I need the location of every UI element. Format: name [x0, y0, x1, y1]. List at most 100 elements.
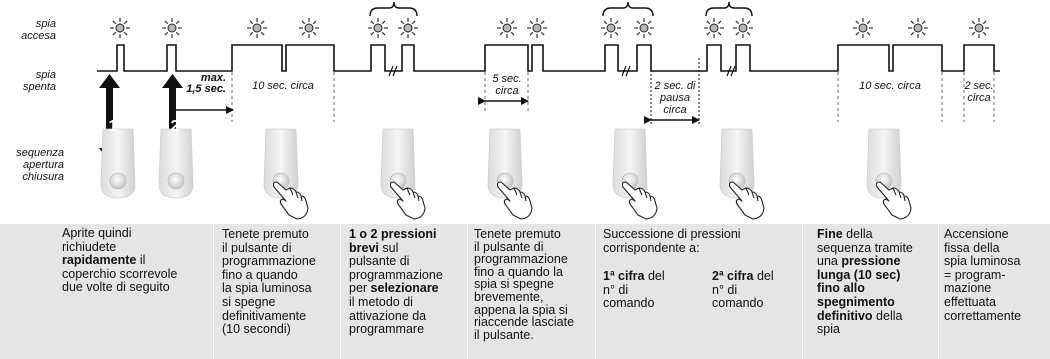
- lamp-icon: [398, 18, 418, 38]
- step-text: il metodo di: [349, 294, 413, 309]
- step-text: sequenza tramite: [817, 240, 913, 255]
- dim-line: 1,5 sec.: [186, 83, 226, 95]
- marker-2: 2: [170, 118, 180, 135]
- step-text: si spegne: [222, 294, 276, 309]
- step-text: una: [817, 254, 842, 269]
- hand-icon: [728, 181, 765, 220]
- step-line: una pressione: [817, 254, 935, 269]
- step-line: due volte di seguito: [62, 281, 210, 295]
- step-text: spia: [817, 322, 840, 337]
- step-text: = program-: [944, 267, 1006, 282]
- step-text: richiudete: [62, 239, 117, 254]
- device-with-hand: [263, 128, 309, 220]
- step-line: Fine della: [817, 227, 935, 242]
- dim-max: max. 1,5 sec.: [180, 73, 226, 95]
- step-line: spia: [817, 322, 935, 337]
- label-line: apertura: [23, 159, 64, 171]
- step-line: programmazione: [349, 268, 465, 283]
- dim-line: 2 sec.: [964, 80, 994, 92]
- step-text: il pulsante di: [222, 240, 292, 255]
- lamp-icon: [162, 18, 182, 38]
- step-text-bold: pressione: [841, 254, 901, 269]
- step-line: sequenza tramite: [817, 240, 935, 256]
- lamp-icon: [853, 18, 873, 38]
- step-text-bold: fino allo: [817, 281, 865, 296]
- step-text-bold: Fine: [817, 227, 843, 241]
- step-text: il pulsante di: [474, 239, 544, 254]
- step-line: fissa della: [944, 240, 1048, 256]
- dim-line: 2 sec. di: [654, 80, 696, 92]
- label-sequenza: sequenza apertura chiusura: [0, 147, 64, 183]
- step-text: pulsante di: [349, 254, 410, 269]
- step-text: fino a quando la: [474, 264, 563, 279]
- dim-line: circa: [663, 104, 687, 116]
- step-text: il: [136, 253, 146, 268]
- step-line: coperchio scorrevole: [62, 266, 210, 282]
- break-marks: [388, 65, 736, 77]
- device-sliding-cover: [158, 128, 194, 199]
- column-divider: [213, 224, 214, 359]
- step-line: Tenete premuto: [474, 228, 594, 241]
- dim-line: circa: [495, 85, 519, 97]
- step-line: Aprite quindi: [62, 226, 210, 241]
- step-line: fino a quando: [222, 268, 338, 283]
- step-text: definitivamente: [222, 308, 307, 323]
- device-with-hand: [719, 128, 765, 220]
- step-text: per: [349, 281, 371, 296]
- step-line: attivazione da: [349, 309, 465, 324]
- step-text: (10 secondi): [222, 322, 291, 337]
- step-line: definitivo della: [817, 308, 935, 324]
- lamp-icon: [110, 18, 130, 38]
- step-text: mazione: [944, 281, 992, 296]
- step-line: 1 o 2 pressioni: [349, 227, 465, 242]
- lamp-icon: [247, 18, 267, 38]
- lamp-icon: [299, 18, 319, 38]
- step-text-bold: definitivo: [817, 308, 873, 323]
- step-line: programmazione: [474, 253, 594, 266]
- lamp-icons: [110, 18, 989, 38]
- dim-ten-a: 10 sec. circa: [252, 80, 314, 92]
- step-line: spia si spegne: [474, 278, 594, 291]
- step-text: due volte di seguito: [62, 280, 170, 295]
- step-text: appena la spia si: [474, 302, 568, 317]
- label-line: spia: [35, 18, 56, 30]
- lamp-icon: [733, 18, 753, 38]
- label-line: chiusura: [22, 171, 64, 183]
- dimension-guides: [231, 72, 995, 122]
- step-text: Accensione: [944, 227, 1009, 241]
- step-line: fino allo: [817, 282, 935, 296]
- device-illustrations: [100, 128, 912, 220]
- step-line: spegnimento: [817, 295, 935, 310]
- lamp-icon: [704, 18, 724, 38]
- device-with-hand: [380, 128, 426, 220]
- dim-ten-b: 10 sec. circa: [859, 80, 921, 92]
- step-line: n° di: [712, 282, 800, 298]
- dimension-arrows: [169, 97, 700, 124]
- step-text: coperchio scorrevole: [62, 266, 178, 281]
- step-line: mazione: [944, 282, 1048, 296]
- hand-icon: [875, 181, 912, 220]
- step-line: Accensione: [944, 227, 1048, 242]
- step-text: correttamente: [944, 308, 1022, 323]
- step-text: corrispondente a:: [603, 240, 700, 255]
- step-text: Tenete premuto: [474, 227, 561, 241]
- step-text: n° di: [712, 282, 738, 297]
- dim-line: circa: [967, 92, 991, 104]
- step-line: definitivamente: [222, 308, 338, 324]
- step-line: si spegne: [222, 294, 338, 310]
- step-text: fissa della: [944, 240, 1000, 255]
- device-with-hand: [612, 128, 658, 220]
- step-line: correttamente: [944, 308, 1048, 324]
- lamp-icon: [527, 18, 547, 38]
- marker-1: 1: [108, 118, 118, 135]
- led-signal-waveform: [97, 44, 1000, 72]
